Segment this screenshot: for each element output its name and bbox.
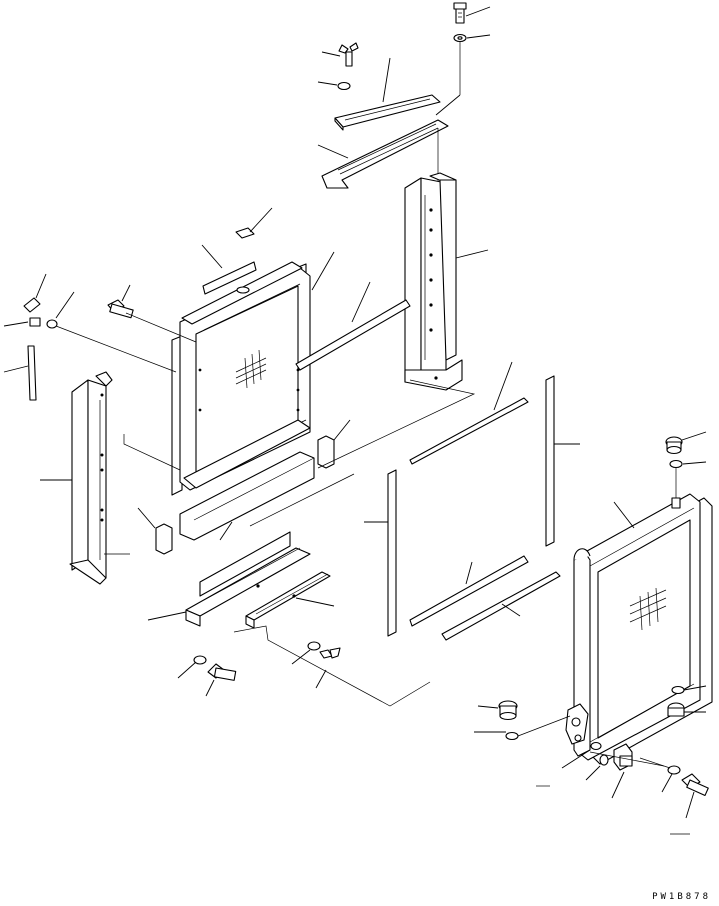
gasket-strip-diagonal-mid [409,555,529,627]
gasket-strip-vertical-right [545,375,580,547]
filler-cap-center [235,207,273,239]
drain-cock-left [3,273,47,327]
bracket-plate-long [317,119,449,189]
washer-bottom-right [561,741,602,769]
radiator-cap-right [665,431,707,455]
gasket-strip-diagonal-top [409,361,529,465]
foam-block-lower [179,451,315,541]
cover-plate-top [334,57,441,131]
washer-lower-left [177,655,207,679]
wing-bolt-lower [315,647,341,689]
foam-block-small-left [137,507,173,555]
hex-bolt-far-right [681,773,709,819]
o-ring-right-top [669,459,707,498]
plug-right [667,702,706,717]
gasket-strip-vertical-left [364,469,397,637]
radiator-core-center [171,251,335,496]
seal-strip-diagonal [295,281,411,371]
core-mesh [235,349,267,389]
top-washer [435,33,491,116]
lower-bracket-plate [147,531,311,627]
o-ring-left [46,291,177,373]
hex-bolt-lower-left [205,663,237,697]
drain-fitting-right [611,743,633,799]
cap-lower-center [477,700,518,721]
o-ring-right-mid [671,685,707,695]
washer-far-right [639,757,681,793]
top-bolt [453,2,491,24]
foam-block-upper [201,244,257,295]
washer-upper-left [317,81,351,91]
radiator-core-right [565,493,713,765]
hex-bolt-center [107,284,197,343]
core-mesh-right [629,587,667,631]
wing-bolt-upper [321,42,359,67]
o-ring-lower-center [474,715,571,741]
drawing-code-label: PW1B878 [652,892,711,902]
hose-left [3,345,37,401]
washer-lower-center [291,641,321,665]
lower-cover-plate [245,571,335,629]
gasket-strip-diagonal-low [441,571,561,641]
foam-block-small-right [317,419,351,469]
upright-post-right [404,172,489,391]
upright-post-left [40,371,181,585]
